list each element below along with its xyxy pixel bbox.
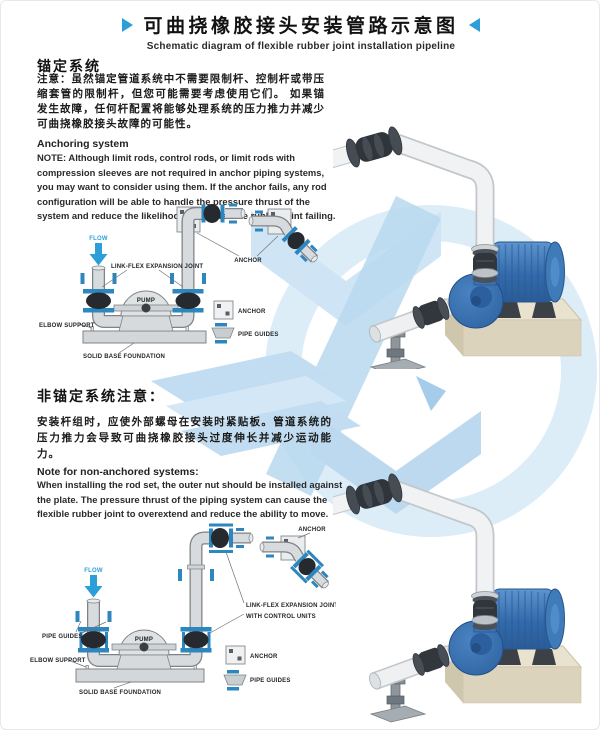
page-subtitle: Schematic diagram of flexible rubber joi…: [146, 41, 456, 52]
elbow-support-label: ELBOW SUPPORT: [39, 323, 95, 329]
anchor-label: ANCHOR: [234, 258, 262, 264]
legend-pipe-guides-label: PIPE GUIDES: [238, 332, 279, 338]
title-marker-left-icon: [122, 17, 134, 32]
legend-anchor-label: ANCHOR: [238, 309, 266, 315]
flow-arrow-icon: [89, 243, 108, 266]
non-anchored-body-en: When installing the rod set, the outer n…: [37, 479, 343, 520]
pump-label: PUMP: [135, 637, 153, 643]
anchor-plate-elbow-right: [248, 208, 318, 263]
anchored-heading-en: Anchoring system: [37, 138, 129, 150]
pump-assembly: [75, 569, 214, 683]
header: 可曲挠橡胶接头安装管路示意图 Schematic diagram of flex…: [1, 11, 599, 52]
watermark-logo: [151, 196, 597, 537]
non-anchored-body-cn: 安装杆组时，应使外部螺母在安装时紧贴板。管道系统的压力推力会导致可曲挠橡胶接头过…: [37, 416, 332, 460]
anchored-body-cn: 注意：虽然锚定管道系统中不需要限制杆、控制杆或带压缩套管的限制杆，但您可能需要考…: [37, 73, 325, 130]
pump-3d-render-top: [333, 59, 598, 369]
flow-label: FLOW: [84, 568, 103, 574]
page-title: 可曲挠橡胶接头安装管路示意图: [143, 16, 459, 37]
anchored-system-diagram: FLOW LINK-FLEX EXPANSION JOINT ANCHOR PU…: [39, 203, 318, 360]
leader-lines: [67, 532, 311, 689]
anchor-label: ANCHOR: [298, 527, 326, 533]
legend-pipe-guides-icon: [223, 670, 247, 691]
rubber-joint-control-units: [209, 523, 254, 553]
legend-pipe-guides-icon: [211, 323, 235, 344]
legend-pipe-guides-label: PIPE GUIDES: [250, 678, 291, 684]
rubber-joint-horizontal: [201, 203, 246, 224]
flow-arrow-icon: [84, 575, 103, 598]
solid-base-label: SOLID BASE FOUNDATION: [79, 690, 161, 696]
leader-lines: [78, 232, 279, 354]
elbow-support-label: ELBOW SUPPORT: [30, 658, 86, 664]
solid-base-label: SOLID BASE FOUNDATION: [83, 354, 165, 360]
pipe-guides-label: PIPE GUIDES: [42, 634, 83, 640]
pump-assembly: [80, 243, 207, 344]
title-marker-right-icon: [468, 17, 480, 32]
anchored-heading-cn: 锚定系统: [37, 58, 101, 74]
link-flex-label-line2: WITH CONTROL UNITS: [246, 614, 316, 620]
legend-anchor-label: ANCHOR: [250, 654, 278, 660]
legend-anchor-icon: [225, 645, 246, 665]
non-anchored-heading-cn: 非锚定系统注意：: [37, 388, 165, 404]
link-flex-label: LINK-FLEX EXPANSION JOINT: [111, 264, 203, 270]
pump-3d-render-bottom: [333, 396, 598, 726]
non-anchored-heading-en: Note for non-anchored systems:: [37, 466, 199, 478]
legend-anchor-icon: [213, 300, 234, 320]
non-anchored-system-diagram: FLOW ANCHOR LINK-FLEX EXPANSION JOINT WI…: [30, 523, 336, 696]
flow-label: FLOW: [89, 236, 108, 242]
anchor-plate-elbow-45: [259, 535, 329, 589]
link-flex-label-line1: LINK-FLEX EXPANSION JOINT: [246, 603, 336, 609]
pump-label: PUMP: [137, 298, 155, 304]
